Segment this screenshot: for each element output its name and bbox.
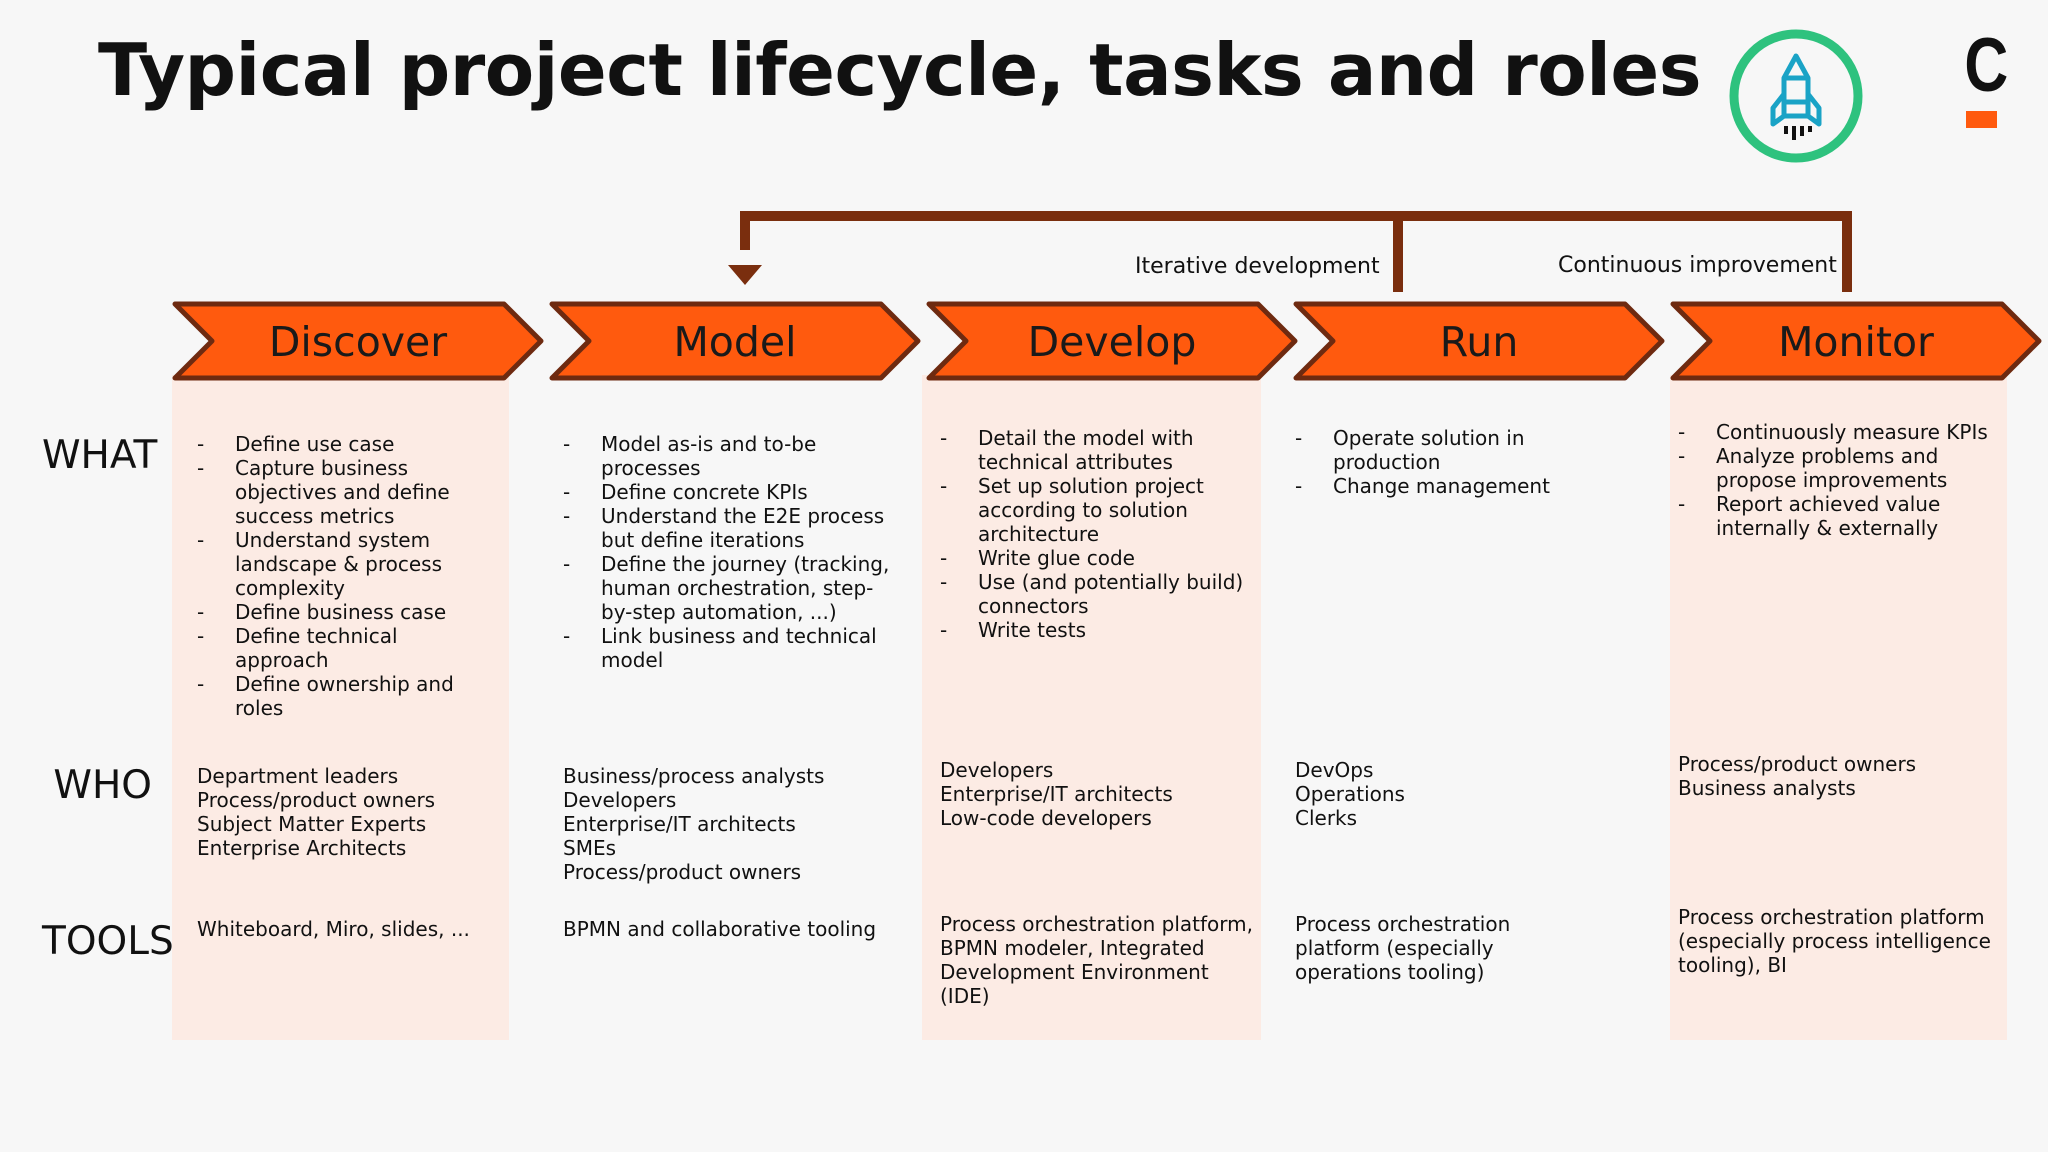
who-list-monitor: Process/product owners Business analysts bbox=[1678, 752, 1916, 800]
tools-discover: Whiteboard, Miro, slides, ... bbox=[197, 917, 470, 941]
what-item: Analyze problems and propose improvement… bbox=[1678, 444, 1998, 492]
page-title: Typical project lifecycle, tasks and rol… bbox=[98, 28, 1702, 112]
who-list-run: DevOps Operations Clerks bbox=[1295, 758, 1405, 830]
what-item: Link business and technical model bbox=[563, 624, 893, 672]
phase-name: Model bbox=[673, 318, 797, 366]
what-item: Set up solution project according to sol… bbox=[940, 474, 1255, 546]
role-item: Developers bbox=[940, 758, 1054, 782]
what-item: Understand system landscape & process co… bbox=[197, 528, 487, 600]
role-item: Business analysts bbox=[1678, 776, 1856, 800]
what-item: Write glue code bbox=[940, 546, 1255, 570]
row-label-tools: TOOLS bbox=[42, 919, 174, 964]
row-label-what: WHAT bbox=[42, 433, 158, 478]
role-item: Low-code developers bbox=[940, 806, 1152, 830]
what-item: Model as-is and to-be processes bbox=[563, 432, 893, 480]
what-list-run: Operate solution in production Change ma… bbox=[1295, 426, 1605, 498]
what-item: Define concrete KPIs bbox=[563, 480, 893, 504]
what-item: Define the journey (tracking, human orch… bbox=[563, 552, 893, 624]
what-item: Report achieved value internally & exter… bbox=[1678, 492, 1998, 540]
what-item: Define technical approach bbox=[197, 624, 487, 672]
what-item: Operate solution in production bbox=[1295, 426, 1605, 474]
what-item: Define ownership and roles bbox=[197, 672, 487, 720]
role-item: Subject Matter Experts bbox=[197, 812, 427, 836]
phase-name: Monitor bbox=[1778, 318, 1934, 366]
what-item: Change management bbox=[1295, 474, 1605, 498]
role-item: Operations bbox=[1295, 782, 1405, 806]
role-item: Process/product owners bbox=[1678, 752, 1917, 776]
what-item: Detail the model with technical attribut… bbox=[940, 426, 1255, 474]
what-list-develop: Detail the model with technical attribut… bbox=[940, 426, 1255, 642]
role-item: Clerks bbox=[1295, 806, 1358, 830]
brand-accent-bar bbox=[1966, 111, 1997, 128]
what-list-model: Model as-is and to-be processes Define c… bbox=[563, 432, 893, 672]
what-item: Capture business objectives and define s… bbox=[197, 456, 487, 528]
role-item: DevOps bbox=[1295, 758, 1374, 782]
what-item: Understand the E2E process but define it… bbox=[563, 504, 893, 552]
phase-name: Run bbox=[1439, 318, 1519, 366]
who-list-discover: Department leaders Process/product owner… bbox=[197, 764, 435, 860]
tools-monitor: Process orchestration platform (especial… bbox=[1678, 905, 1991, 977]
role-item: Enterprise/IT architects bbox=[940, 782, 1173, 806]
brand-letter: C bbox=[1964, 23, 2009, 108]
rocket-logo-icon bbox=[1729, 29, 1863, 163]
continuous-improvement-label: Continuous improvement bbox=[1558, 253, 1837, 278]
who-list-model: Business/process analysts Developers Ent… bbox=[563, 764, 824, 884]
tools-develop: Process orchestration platform, BPMN mod… bbox=[940, 912, 1253, 1008]
phase-chevron-run: Run bbox=[1293, 301, 1665, 381]
phase-chevron-develop: Develop bbox=[926, 301, 1298, 381]
role-item: SMEs bbox=[563, 836, 617, 860]
what-list-monitor: Continuously measure KPIs Analyze proble… bbox=[1678, 420, 1998, 540]
phase-name: Discover bbox=[268, 318, 448, 366]
what-item: Write tests bbox=[940, 618, 1255, 642]
what-list-discover: Define use case Capture business objecti… bbox=[197, 432, 487, 720]
role-item: Department leaders bbox=[197, 764, 399, 788]
phase-chevron-model: Model bbox=[549, 301, 921, 381]
what-item: Continuously measure KPIs bbox=[1678, 420, 1998, 444]
what-item: Define business case bbox=[197, 600, 487, 624]
tools-run: Process orchestration platform (especial… bbox=[1295, 912, 1511, 984]
iterative-development-label: Iterative development bbox=[1135, 254, 1380, 279]
phase-chevron-discover: Discover bbox=[172, 301, 544, 381]
role-item: Process/product owners bbox=[197, 788, 436, 812]
who-list-develop: Developers Enterprise/IT architects Low-… bbox=[940, 758, 1173, 830]
role-item: Developers bbox=[563, 788, 677, 812]
role-item: Enterprise/IT architects bbox=[563, 812, 796, 836]
phase-name: Develop bbox=[1027, 318, 1197, 366]
role-item: Enterprise Architects bbox=[197, 836, 407, 860]
what-item: Define use case bbox=[197, 432, 487, 456]
phase-chevron-monitor: Monitor bbox=[1670, 301, 2042, 381]
brand-logo: C bbox=[1960, 23, 2009, 130]
row-label-who: WHO bbox=[53, 763, 152, 808]
role-item: Process/product owners bbox=[563, 860, 802, 884]
tools-model: BPMN and collaborative tooling bbox=[563, 917, 877, 941]
role-item: Business/process analysts bbox=[563, 764, 825, 788]
what-item: Use (and potentially build) connectors bbox=[940, 570, 1255, 618]
